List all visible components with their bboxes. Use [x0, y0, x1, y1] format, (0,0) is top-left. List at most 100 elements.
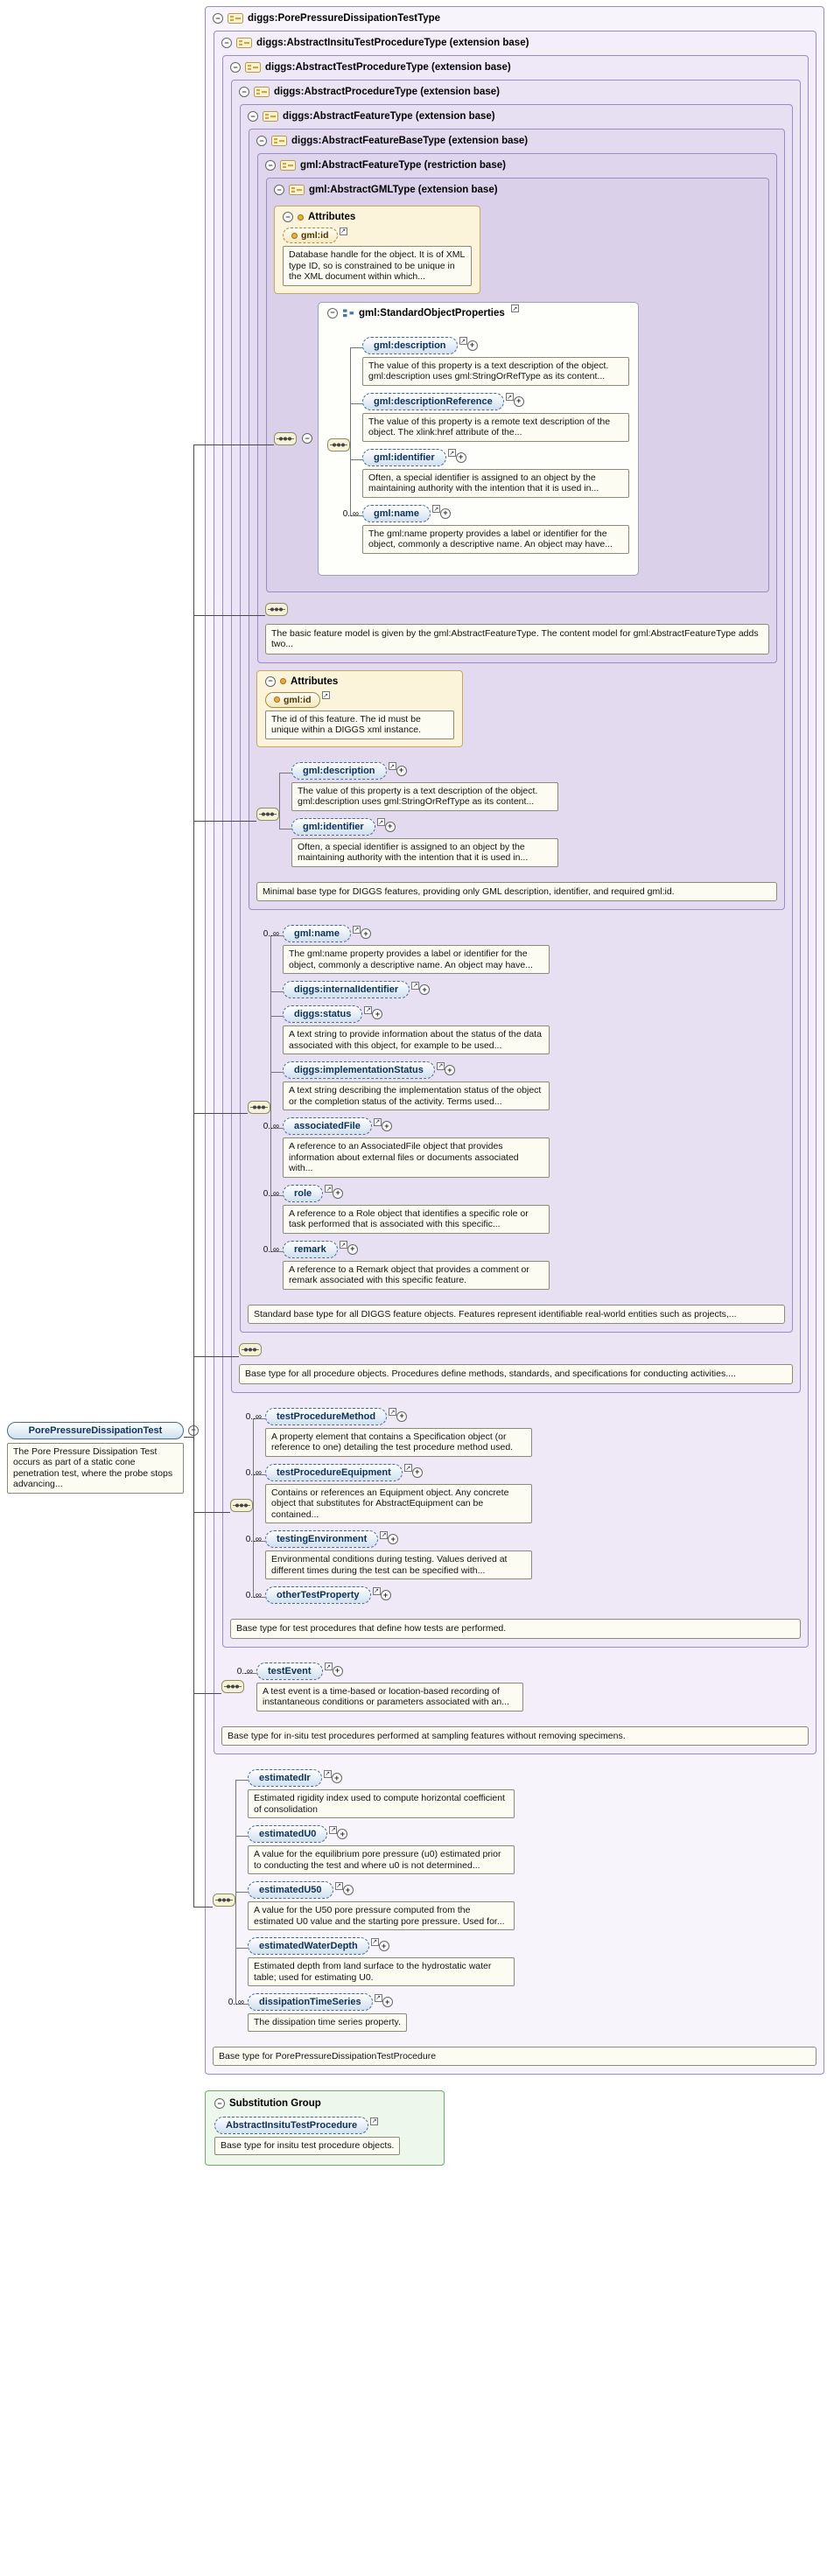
element-testEvent[interactable]: testEvent [256, 1662, 323, 1680]
element-gml-name[interactable]: gml:name [283, 925, 351, 942]
jump-to-definition-icon[interactable]: ↗ [459, 337, 467, 345]
expand-icon[interactable]: + [331, 1773, 342, 1783]
jump-to-definition-icon[interactable]: ↗ [403, 1464, 412, 1472]
expand-icon[interactable]: + [381, 1121, 392, 1131]
collapse-icon[interactable]: − [265, 676, 276, 687]
element-AbstractInsituTestProcedure[interactable]: AbstractInsituTestProcedure [214, 2117, 369, 2134]
expand-icon[interactable]: + [396, 1410, 408, 1422]
element-diggs-implementationStatus[interactable]: diggs:implementationStatus [283, 1061, 435, 1079]
collapse-icon[interactable]: − [248, 111, 258, 122]
attribute-row: gml:id ↗ [265, 691, 454, 708]
jump-to-definition-icon[interactable]: ↗ [376, 818, 385, 826]
jump-to-definition-icon[interactable]: ↗ [334, 1881, 343, 1890]
expand-icon[interactable]: + [419, 984, 431, 995]
expand-icon[interactable]: + [337, 1829, 348, 1839]
collapse-icon[interactable]: − [265, 160, 276, 171]
collapse-icon[interactable]: − [274, 185, 284, 195]
element-testProcedureMethod[interactable]: testProcedureMethod [265, 1407, 388, 1425]
jump-to-definition-icon[interactable]: ↗ [436, 1061, 445, 1070]
jump-to-definition-icon[interactable]: ↗ [370, 2117, 379, 2125]
expand-icon[interactable]: + [372, 1009, 383, 1019]
jump-to-definition-icon[interactable]: ↗ [431, 505, 440, 513]
jump-to-definition-icon[interactable]: ↗ [388, 762, 396, 770]
element-gml-description[interactable]: gml:description [362, 336, 458, 354]
collapse-icon[interactable]: − [302, 433, 312, 444]
jump-to-definition-icon[interactable]: ↗ [324, 1662, 333, 1670]
element-gml-identifier[interactable]: gml:identifier [291, 817, 375, 836]
element-estimatedWaterDepth[interactable]: estimatedWaterDepth [248, 1937, 369, 1955]
seq-row-gml-name: 0..∞gml:name↗+The gml:name property prov… [343, 504, 629, 554]
jump-to-definition-icon[interactable]: ↗ [389, 1408, 397, 1416]
element-PorePressureDissipationTest[interactable]: PorePressureDissipationTest [7, 1421, 184, 1439]
jump-to-definition-icon[interactable]: ↗ [339, 1241, 347, 1249]
element-gml-identifier[interactable]: gml:identifier [362, 448, 446, 466]
expand-icon[interactable]: + [332, 1665, 343, 1676]
seq-row-estimatedU0: estimatedU0↗+A value for the equilibrium… [235, 1825, 816, 1874]
element-estimatedIr[interactable]: estimatedIr [248, 1769, 322, 1787]
collapse-icon[interactable]: − [283, 212, 293, 222]
expand-icon[interactable]: + [384, 821, 396, 832]
collapse-icon[interactable]: − [213, 13, 223, 24]
jump-to-definition-icon[interactable]: ↗ [329, 1825, 338, 1834]
jump-to-definition-icon[interactable]: ↗ [321, 691, 330, 699]
element-remark[interactable]: remark [283, 1240, 338, 1258]
expand-icon[interactable]: + [396, 765, 407, 776]
jump-to-definition-icon[interactable]: ↗ [380, 1530, 389, 1539]
expand-icon[interactable]: + [378, 1941, 389, 1951]
element-gml-descriptionReference[interactable]: gml:descriptionReference [362, 392, 504, 410]
jump-to-definition-icon[interactable]: ↗ [411, 981, 420, 990]
attribute-gml-id[interactable]: gml:id [283, 228, 338, 243]
element-dissipationTimeSeries[interactable]: dissipationTimeSeries [248, 1993, 373, 2011]
type-annotation: Base type for in-situ test procedures pe… [221, 1726, 809, 1746]
element-role[interactable]: role [283, 1184, 324, 1202]
connector-line [350, 346, 351, 515]
collapse-icon[interactable]: − [221, 38, 232, 48]
expand-icon[interactable]: + [360, 928, 371, 939]
jump-to-definition-icon[interactable]: ↗ [505, 393, 514, 401]
element-diggs-status[interactable]: diggs:status [283, 1005, 363, 1023]
connector-line [193, 444, 194, 1907]
element-testingEnvironment[interactable]: testingEnvironment [265, 1530, 379, 1548]
jump-to-definition-icon[interactable]: ↗ [364, 1005, 373, 1014]
expand-icon[interactable]: + [388, 1534, 399, 1544]
element-diggs-internalIdentifier[interactable]: diggs:internalIdentifier [283, 981, 410, 998]
jump-to-definition-icon[interactable]: ↗ [510, 304, 519, 312]
element-otherTestProperty[interactable]: otherTestProperty [265, 1586, 371, 1604]
element-estimatedU50[interactable]: estimatedU50 [248, 1881, 333, 1899]
collapse-icon[interactable]: − [256, 136, 267, 146]
expand-icon[interactable]: + [513, 396, 524, 407]
jump-to-definition-icon[interactable]: ↗ [323, 1769, 332, 1778]
attribute-gml-id[interactable]: gml:id [265, 691, 320, 708]
expand-icon[interactable]: + [342, 1885, 354, 1895]
jump-to-definition-icon[interactable]: ↗ [447, 449, 456, 457]
expand-icon[interactable]: + [439, 508, 451, 519]
element-estimatedU0[interactable]: estimatedU0 [248, 1825, 328, 1843]
expand-icon[interactable]: + [466, 340, 478, 351]
element-testProcedureEquipment[interactable]: testProcedureEquipment [265, 1463, 403, 1481]
element-gml-name[interactable]: gml:name [362, 504, 431, 522]
jump-to-definition-icon[interactable]: ↗ [325, 1185, 333, 1193]
expand-icon[interactable]: + [347, 1243, 358, 1255]
sequence-icon [274, 432, 297, 445]
collapse-icon[interactable]: − [327, 307, 338, 318]
element-associatedFile[interactable]: associatedFile [283, 1117, 372, 1135]
element-gml-description[interactable]: gml:description [291, 761, 387, 780]
collapse-icon[interactable]: − [230, 62, 241, 73]
jump-to-definition-icon[interactable]: ↗ [339, 227, 347, 235]
jump-to-definition-icon[interactable]: ↗ [374, 1993, 382, 2002]
jump-to-definition-icon[interactable]: ↗ [372, 1586, 381, 1595]
expand-icon[interactable]: + [444, 1065, 455, 1075]
collapse-icon[interactable]: − [214, 2098, 225, 2109]
jump-to-definition-icon[interactable]: ↗ [373, 1117, 382, 1126]
expand-icon[interactable]: + [382, 1997, 393, 2007]
group-box-standard-object-properties: − gml:StandardObjectProperties ↗ [318, 301, 639, 576]
expand-icon[interactable]: + [411, 1466, 423, 1478]
complex-type-icon [245, 62, 261, 73]
expand-icon[interactable]: + [333, 1187, 344, 1199]
jump-to-definition-icon[interactable]: ↗ [370, 1937, 379, 1946]
jump-to-definition-icon[interactable]: ↗ [352, 925, 361, 934]
expand-icon[interactable]: + [455, 452, 466, 463]
collapse-icon[interactable]: − [239, 87, 249, 97]
left-element-collapse-icon[interactable]: − [188, 1424, 199, 1436]
expand-icon[interactable]: + [380, 1590, 391, 1600]
